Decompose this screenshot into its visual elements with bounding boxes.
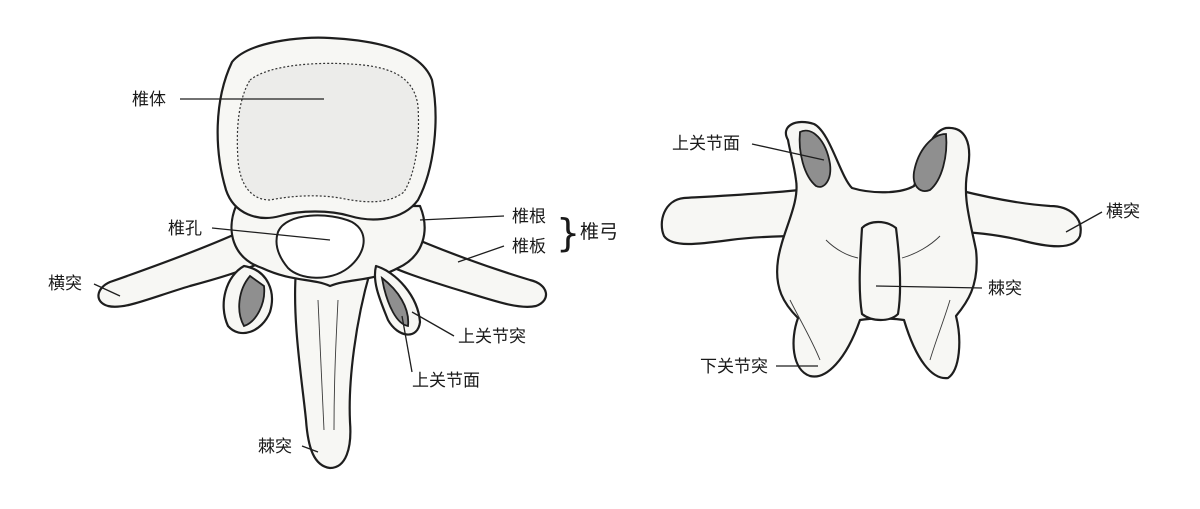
right-superior-articular-facet-shape <box>380 275 410 328</box>
left-superior-articular-facet-shape <box>238 274 266 328</box>
posterior-view-figure: 上关节面 横突 棘突 下关节突 <box>660 120 1140 380</box>
spinous-process-shape <box>293 268 372 470</box>
label-vertebral-foramen: 椎孔 <box>168 219 202 239</box>
label-superior-articular-facet-right-figure: 上关节面 <box>672 134 740 154</box>
label-vertebral-arch: 椎弓 <box>580 221 618 243</box>
posterior-spinous-process-shape <box>858 220 902 322</box>
posterior-right-transverse-process-shape <box>954 188 1082 248</box>
vertebral-body-cancellous <box>236 62 420 203</box>
label-transverse-process-right: 横突 <box>1106 202 1140 222</box>
label-superior-articular-facet-left-figure: 上关节面 <box>412 371 480 391</box>
left-transverse-process-shape <box>97 230 264 308</box>
label-superior-articular-process: 上关节突 <box>458 327 526 347</box>
label-transverse-process-left: 横突 <box>48 274 82 294</box>
label-spinous-process-left-figure: 棘突 <box>258 437 292 457</box>
label-inferior-articular-process: 下关节突 <box>700 357 768 377</box>
label-pedicle: 椎根 <box>512 207 546 227</box>
label-lamina: 椎板 <box>512 237 546 257</box>
posterior-left-transverse-process-shape <box>660 188 808 246</box>
superior-view-figure: 椎体 椎孔 横突 椎根 椎板 } 椎弓 上关节突 上关节面 棘突 <box>48 36 618 470</box>
right-transverse-process-shape <box>380 230 547 308</box>
posterior-left-superior-articular-facet-shape <box>798 129 832 188</box>
label-vertebral-body: 椎体 <box>132 90 166 110</box>
posterior-right-superior-articular-facet-shape <box>912 133 948 192</box>
vertebral-foramen-shape <box>275 214 365 279</box>
label-spinous-process-right-figure: 棘突 <box>988 279 1022 299</box>
brace-symbol: } <box>556 211 580 255</box>
